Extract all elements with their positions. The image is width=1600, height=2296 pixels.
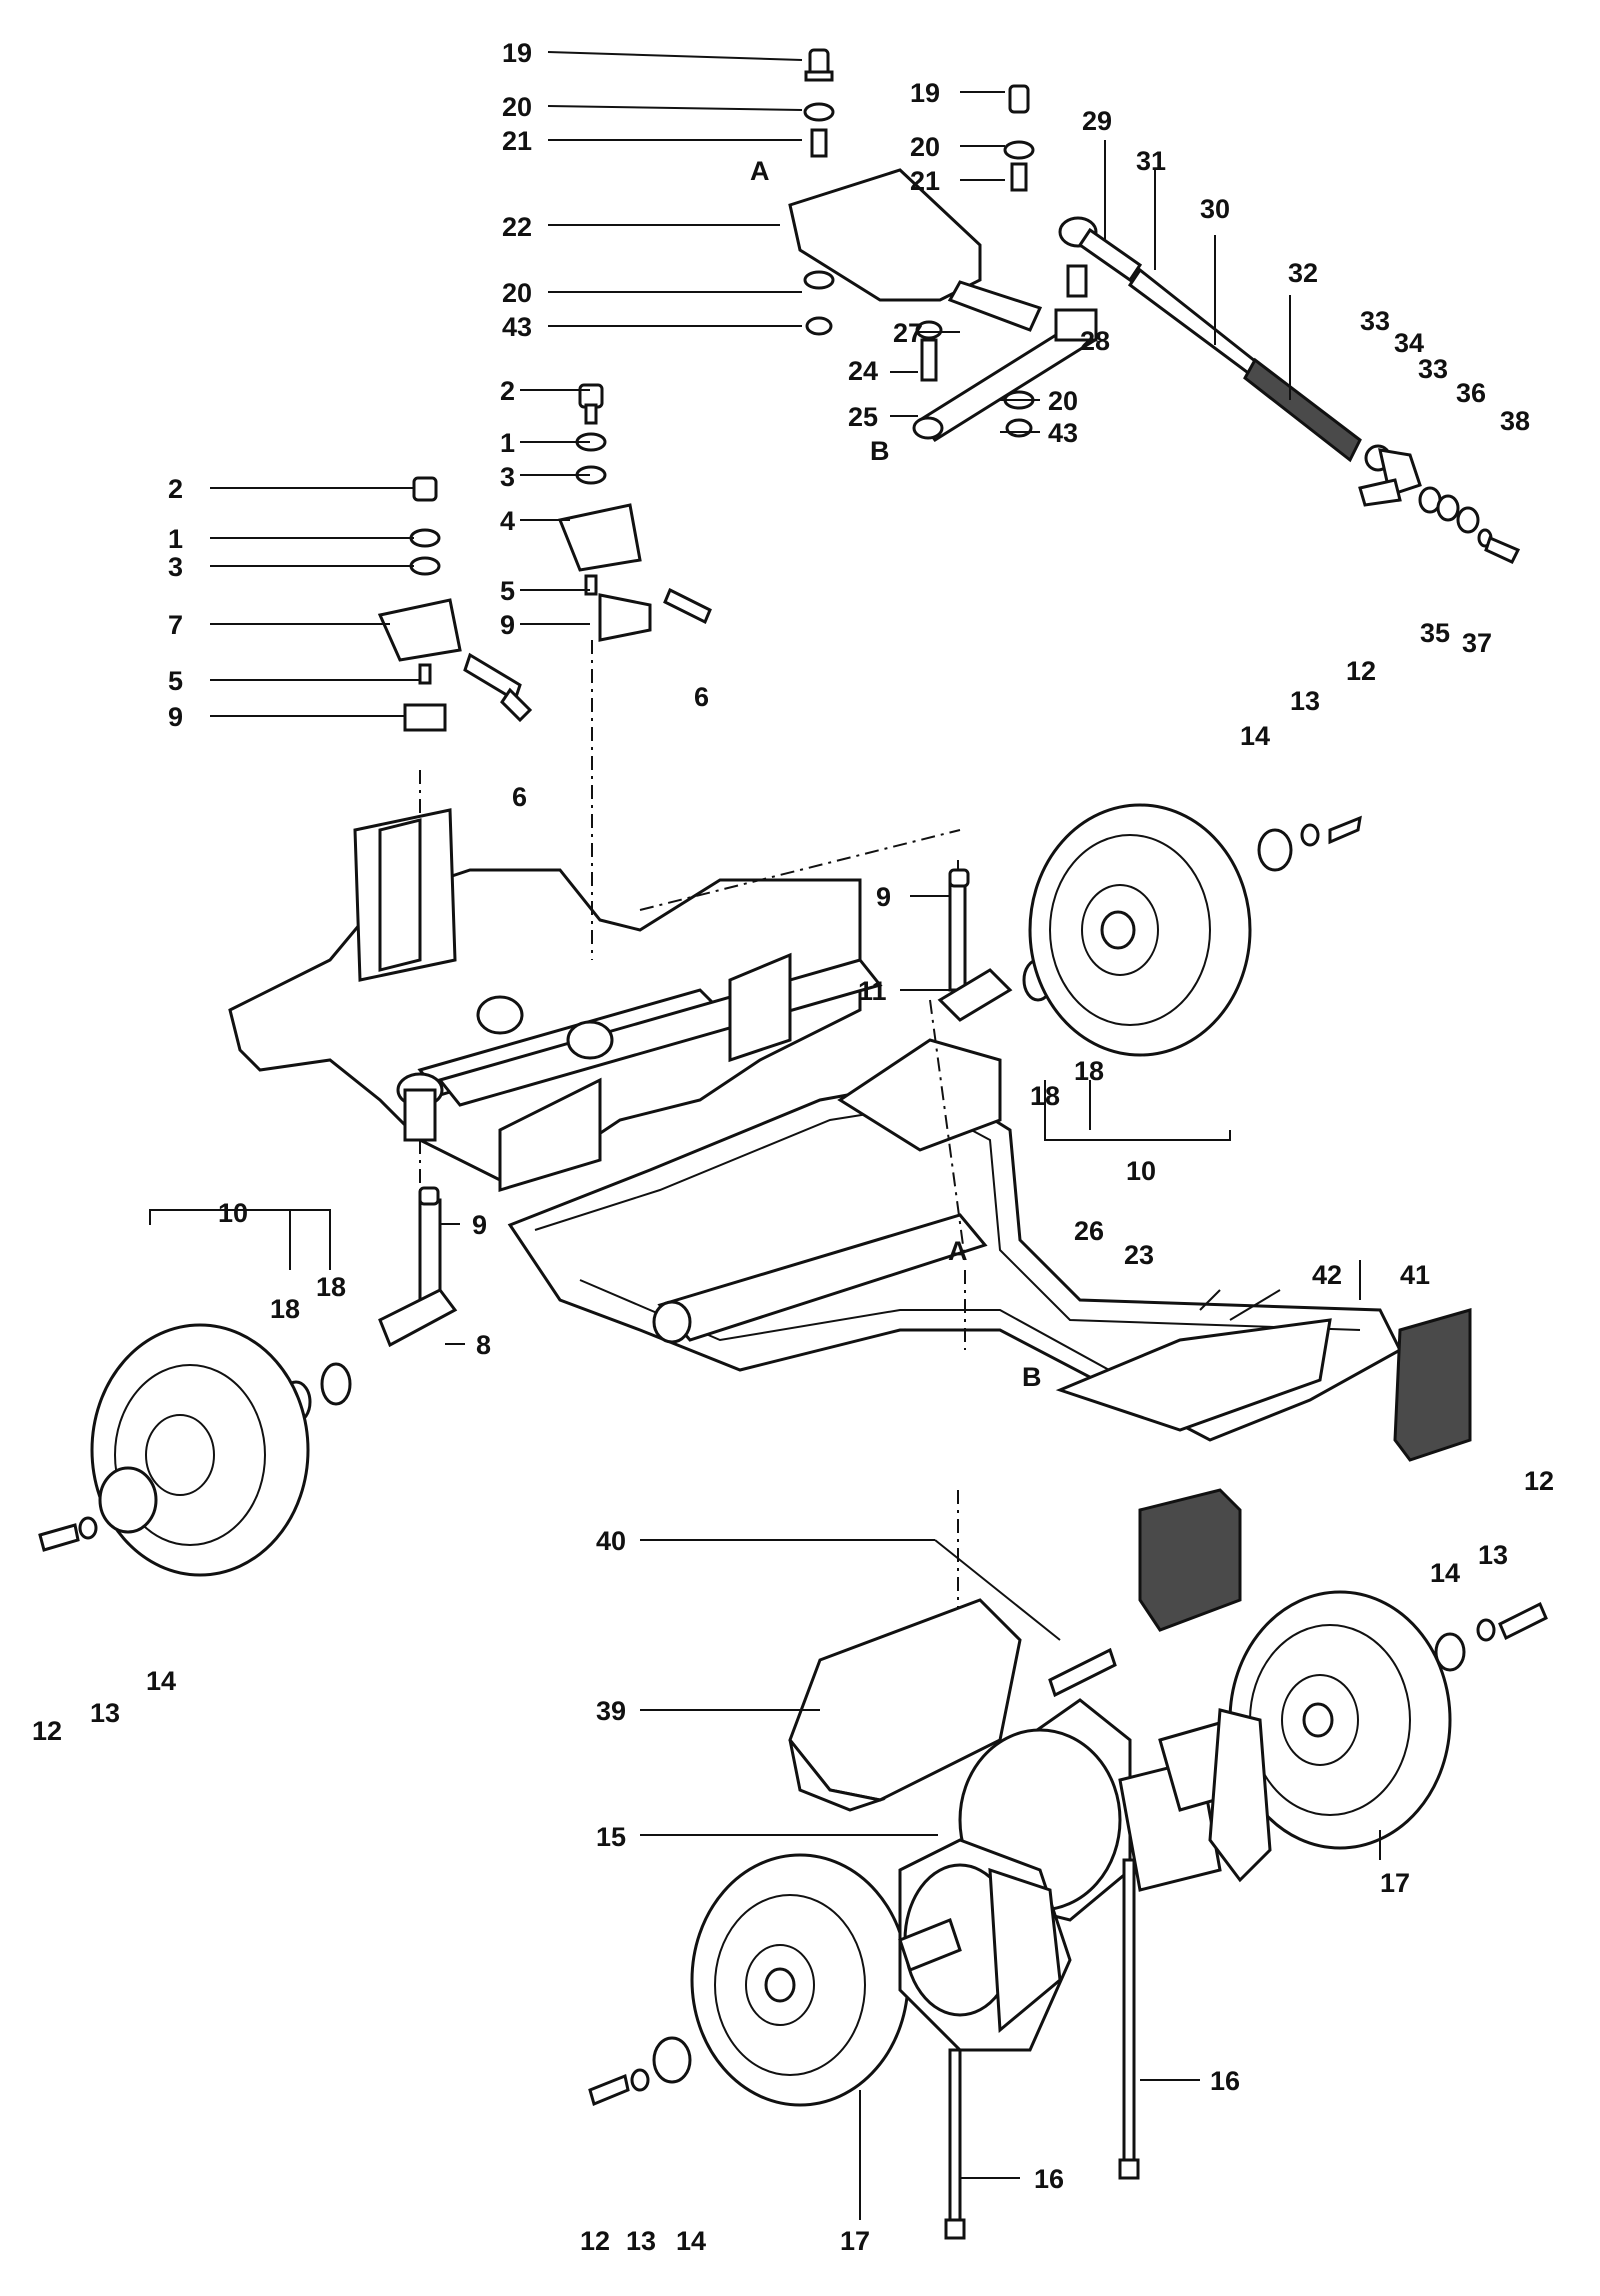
- callout-9: 9: [500, 610, 515, 640]
- callout-20: 20: [502, 278, 532, 308]
- callout-41: 41: [1400, 1260, 1430, 1290]
- callout-16: 16: [1034, 2164, 1064, 2194]
- callout-22: 22: [502, 212, 532, 242]
- callout-17: 17: [840, 2226, 870, 2256]
- callout-3: 3: [168, 552, 183, 582]
- callout-12: 12: [1346, 656, 1376, 686]
- front-axle-assembly: [228, 808, 883, 1193]
- callout-4: 4: [500, 506, 515, 536]
- callout-32: 32: [1288, 258, 1318, 288]
- callout-27: 27: [893, 318, 923, 348]
- callout-9: 9: [876, 882, 891, 912]
- axle-bolts: [944, 1858, 1140, 2240]
- callout-24: 24: [848, 356, 878, 386]
- leader-lines: [149, 51, 1381, 2220]
- front-left-wheel: [38, 1323, 310, 1577]
- callout-13: 13: [1478, 1540, 1508, 1570]
- callout-1: 1: [500, 428, 515, 458]
- callout-21: 21: [502, 126, 532, 156]
- callout-10: 10: [218, 1198, 248, 1228]
- callout-38: 38: [1500, 406, 1530, 436]
- callout-36: 36: [1456, 378, 1486, 408]
- spring-pin: [1048, 1647, 1117, 1698]
- callout-labels: 19 20 21 A 22 20 43 19 20 21 29 31 30 32…: [32, 38, 1554, 2256]
- callout-20: 20: [910, 132, 940, 162]
- callout-9: 9: [472, 1210, 487, 1240]
- chassis-frame: [507, 1038, 1402, 1442]
- spindle-hardware: [377, 383, 712, 732]
- callout-43: 43: [502, 312, 532, 342]
- callout-10: 10: [1126, 1156, 1156, 1186]
- callout-33: 33: [1360, 306, 1390, 336]
- transaxle: [898, 1698, 1272, 2052]
- callout-17: 17: [1380, 1868, 1410, 1898]
- axis-line: [639, 829, 961, 911]
- callout-12: 12: [1524, 1466, 1554, 1496]
- callout-20: 20: [502, 92, 532, 122]
- callout-5: 5: [168, 666, 183, 696]
- callout-33: 33: [1418, 354, 1448, 384]
- callout-6: 6: [512, 782, 527, 812]
- callout-6: 6: [694, 682, 709, 712]
- callout-1: 1: [168, 524, 183, 554]
- callout-39: 39: [596, 1696, 626, 1726]
- rear-right-wheel: [1228, 1590, 1548, 1850]
- callout-2: 2: [500, 376, 515, 406]
- front-right-wheel: [1028, 803, 1362, 1057]
- callout-35: 35: [1420, 618, 1450, 648]
- king-pins: [378, 868, 1013, 1348]
- callout-13: 13: [626, 2226, 656, 2256]
- callout-40: 40: [596, 1526, 626, 1556]
- callout-A: A: [750, 156, 770, 186]
- callout-31: 31: [1136, 146, 1166, 176]
- callout-B: B: [1022, 1362, 1042, 1392]
- callout-8: 8: [476, 1330, 491, 1360]
- callout-28: 28: [1080, 326, 1110, 356]
- callout-13: 13: [90, 1698, 120, 1728]
- callout-34: 34: [1394, 328, 1424, 358]
- rear-left-wheel: [588, 1853, 910, 2107]
- callout-14: 14: [1240, 721, 1270, 751]
- callout-26: 26: [1074, 1216, 1104, 1246]
- callout-43: 43: [1048, 418, 1078, 448]
- callout-7: 7: [168, 610, 183, 640]
- callout-37: 37: [1462, 628, 1492, 658]
- belt-cover: [788, 1598, 1022, 1812]
- callout-30: 30: [1200, 194, 1230, 224]
- callout-16: 16: [1210, 2066, 1240, 2096]
- bumper-right: [1393, 1308, 1472, 1462]
- callout-20: 20: [1048, 386, 1078, 416]
- callout-19: 19: [502, 38, 532, 68]
- callout-18: 18: [1030, 1081, 1060, 1111]
- callout-42: 42: [1312, 1260, 1342, 1290]
- steering-linkage: [788, 48, 1521, 564]
- callout-5: 5: [500, 576, 515, 606]
- callout-11: 11: [858, 976, 887, 1006]
- callout-2: 2: [168, 474, 183, 504]
- callout-3: 3: [500, 462, 515, 492]
- callout-23: 23: [1124, 1240, 1154, 1270]
- callout-18: 18: [316, 1272, 346, 1302]
- callout-13: 13: [1290, 686, 1320, 716]
- callout-14: 14: [676, 2226, 706, 2256]
- callout-25: 25: [848, 402, 878, 432]
- callout-A: A: [948, 1236, 968, 1266]
- callout-15: 15: [596, 1822, 626, 1852]
- callout-14: 14: [1430, 1558, 1460, 1588]
- callout-21: 21: [910, 166, 940, 196]
- callout-18: 18: [1074, 1056, 1104, 1086]
- callout-9: 9: [168, 702, 183, 732]
- bumper-left: [1138, 1488, 1242, 1632]
- callout-12: 12: [580, 2226, 610, 2256]
- callout-14: 14: [146, 1666, 176, 1696]
- callout-19: 19: [910, 78, 940, 108]
- callout-12: 12: [32, 1716, 62, 1746]
- callout-B: B: [870, 436, 890, 466]
- callout-18: 18: [270, 1294, 300, 1324]
- callout-29: 29: [1082, 106, 1112, 136]
